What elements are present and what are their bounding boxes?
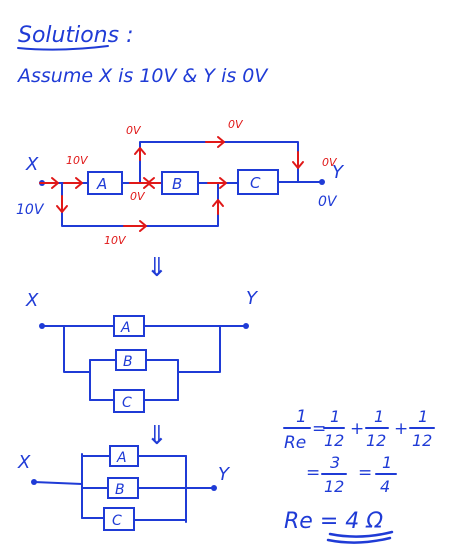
eq-equals-2: = xyxy=(306,463,320,483)
eq-term1-denominator: 12 xyxy=(324,431,344,450)
resistance-equation: 1 Re = 1 12 + 1 12 + 1 12 = 3 12 = 1 4 R… xyxy=(283,407,435,544)
circuit2-node-y-label: Y xyxy=(246,288,259,309)
eq-lhs-denominator: Re xyxy=(284,433,306,453)
eq-step2-numerator: 3 xyxy=(330,453,340,472)
circuit1-block-c-label: C xyxy=(250,174,261,192)
eq-equals-3: = xyxy=(358,463,372,483)
circuit1-annotation-mid-left: 0V xyxy=(130,190,146,203)
eq-result-underline-1 xyxy=(328,530,394,538)
circuit2-block-a-label: A xyxy=(120,320,131,336)
circuit1-node-y-terminal xyxy=(319,179,325,185)
circuit3-block-c-label: C xyxy=(112,513,122,529)
eq-term2-denominator: 12 xyxy=(366,431,386,450)
circuit1-block-a-label: A xyxy=(96,175,107,193)
transform-arrow-1: ⇓ xyxy=(146,253,168,283)
circuit-2: X Y A B C xyxy=(25,288,259,413)
circuit3-wire-x xyxy=(33,481,83,485)
circuit1-x-voltage-label: 10V xyxy=(16,202,45,218)
circuit1-annotation-top-left: 0V xyxy=(126,124,142,137)
circuit2-block-b-label: B xyxy=(123,354,133,370)
circuit1-annotation-bottom: 10V xyxy=(104,234,127,247)
eq-plus-1: + xyxy=(350,419,364,439)
eq-term3-numerator: 1 xyxy=(418,407,428,426)
transform-arrow-2: ⇓ xyxy=(146,421,168,451)
circuit1-arrow-top-down xyxy=(292,151,304,169)
circuit3-node-x-label: X xyxy=(17,452,31,473)
circuit2-node-x-label: X xyxy=(25,290,39,311)
circuit1-annotation-top-right: 0V xyxy=(228,118,244,131)
circuit-1: X 10V A B C Y 10V 0V 0V 0V xyxy=(16,118,345,247)
eq-term1-numerator: 1 xyxy=(330,407,340,426)
eq-result-underline-2 xyxy=(326,536,392,544)
circuit2-left-branch xyxy=(63,325,91,373)
solutions-title: Solutions : xyxy=(18,23,134,48)
eq-plus-2: + xyxy=(394,419,408,439)
assumption-text: Assume X is 10V & Y is 0V xyxy=(16,65,269,87)
eq-term3-denominator: 12 xyxy=(412,431,432,450)
circuit1-annotation-y-bottom: 0V xyxy=(318,194,338,210)
eq-term2-numerator: 1 xyxy=(374,407,384,426)
circuit2-right-branch xyxy=(177,325,221,373)
circuit1-current-arrow-a xyxy=(63,177,83,189)
circuit1-current-arrow-down xyxy=(56,195,68,213)
circuit2-block-c-label: C xyxy=(122,395,132,411)
circuit1-current-arrow-in xyxy=(39,177,59,189)
eq-equals-1: = xyxy=(312,419,326,439)
title-underline xyxy=(17,45,109,51)
eq-step3-denominator: 4 xyxy=(380,477,390,496)
circuit3-node-y-label: Y xyxy=(218,464,231,485)
circuit1-arrow-bc xyxy=(207,177,227,189)
circuit1-node-x-label: X xyxy=(25,154,39,175)
circuit1-block-b-label: B xyxy=(172,175,182,193)
circuit3-block-a-label: A xyxy=(116,450,127,466)
circuit3-block-b-label: B xyxy=(115,482,125,498)
circuit1-annotation-y-top: 0V xyxy=(322,156,338,169)
circuit1-arrow-bottom xyxy=(123,220,147,232)
eq-step3-numerator: 1 xyxy=(382,453,392,472)
circuit1-arrow-top-right xyxy=(205,136,225,148)
circuit1-block-c xyxy=(237,169,279,195)
eq-result: Re = 4 Ω xyxy=(284,509,383,534)
circuit1-arrow-up xyxy=(134,147,146,161)
circuit1-arrow-ab-left xyxy=(147,177,161,189)
circuit-3: X Y A B C xyxy=(17,445,231,531)
eq-step2-denominator: 12 xyxy=(324,477,344,496)
circuit1-node-y-label: Y xyxy=(332,162,345,183)
circuit1-annotation-x-wire: 10V xyxy=(66,154,89,167)
circuit1-arrow-bottom-up xyxy=(212,199,224,215)
eq-lhs-numerator: 1 xyxy=(296,407,307,427)
